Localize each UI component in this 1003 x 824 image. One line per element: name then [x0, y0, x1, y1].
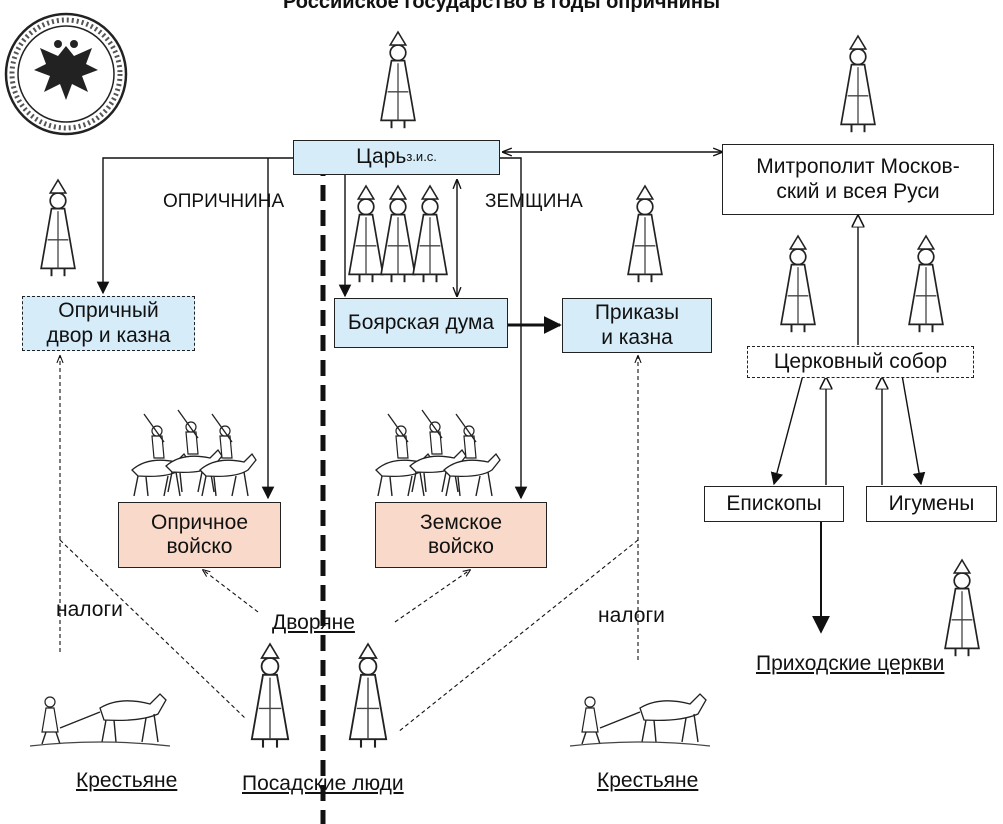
zemsky-rider-icon	[443, 413, 501, 497]
arrow-tsar-to-oprichny-dvor	[96, 157, 293, 295]
abbot-figure-icon	[908, 235, 944, 334]
priest-figure-icon	[944, 559, 980, 658]
service-line-nobles-to-zemskoe	[394, 570, 470, 623]
boyar-duma-label: Боярская дума	[347, 310, 495, 334]
oprichny-dvor-label: Опричный двор и казна	[46, 299, 171, 347]
nobles-label: Дворяне	[272, 611, 355, 634]
zemskoe-voisko-label: Земское войско	[419, 510, 503, 558]
prikazy-box: Приказы и казна	[562, 298, 712, 353]
peasants-left-label: Крестьяне	[76, 769, 178, 792]
abbots-label: Игумены	[888, 491, 975, 515]
boyar-2-icon	[380, 185, 416, 284]
arrow-council-to-abbots	[901, 374, 926, 486]
clerk-figure-icon	[627, 185, 663, 284]
oprichnoe-voisko-label: Опричное войско	[150, 510, 248, 558]
tax-line-townspeople-left	[59, 539, 246, 719]
seal-icon	[4, 12, 128, 136]
metropolitan-figure-icon	[840, 35, 876, 134]
tax-line-townspeople-right	[397, 539, 639, 733]
church-council-label: Церковный собор	[773, 349, 948, 373]
bishop-figure-icon	[780, 235, 816, 334]
oprichnik-figure-icon	[40, 179, 76, 278]
peasant-ploughing-right-icon	[569, 693, 711, 747]
service-line-nobles-to-oprichnoe	[203, 570, 259, 613]
church-council-box: Церковный собор	[747, 346, 974, 378]
bishops-label: Епископы	[726, 491, 822, 515]
oprichnina-label: ОПРИЧНИНА	[163, 191, 285, 212]
metropolitan-box: Митрополит Москов- ский и всея Руси	[722, 144, 994, 215]
craftsman-figure-icon	[348, 642, 388, 749]
tsar-figure-icon	[380, 31, 416, 130]
oprichnik-rider-icon	[199, 413, 257, 497]
boyar-3-icon	[412, 185, 448, 284]
boyar-duma-box: Боярская дума	[334, 298, 508, 348]
oprichny-dvor-box: Опричный двор и казна	[22, 296, 195, 351]
diagram-title: Российское государство в годы опричнины	[282, 0, 721, 13]
zemskoe-voisko-box: Земское войско	[375, 502, 547, 568]
boyar-1-icon	[348, 185, 384, 284]
arrow-tsar-to-zemskoe-voisko	[500, 157, 528, 500]
peasant-ploughing-left-icon	[29, 693, 171, 747]
merchant-figure-icon	[250, 642, 290, 749]
zemshchina-label: ЗЕМЩИНА	[485, 191, 583, 212]
taxes-left-label: налоги	[56, 598, 123, 621]
tsar-label: Царь	[356, 145, 407, 169]
taxes-right-label: налоги	[598, 604, 665, 627]
zemsky-rider-icon	[375, 413, 433, 497]
prikazy-label: Приказы и казна	[594, 301, 680, 349]
tsar-superscript: з.и.с.	[406, 149, 437, 165]
parish-churches-label: Приходские церкви	[756, 652, 945, 675]
metropolitan-label: Митрополит Москов- ский и всея Руси	[756, 155, 960, 203]
arrow-council-to-bishops	[770, 374, 804, 486]
bishops-box: Епископы	[704, 486, 844, 522]
oprichnik-rider-icon	[131, 413, 189, 497]
peasants-right-label: Крестьяне	[597, 769, 699, 792]
abbots-box: Игумены	[866, 486, 997, 522]
oprichnoe-voisko-box: Опричное войско	[118, 502, 281, 568]
townspeople-label: Посадские люди	[242, 772, 404, 795]
